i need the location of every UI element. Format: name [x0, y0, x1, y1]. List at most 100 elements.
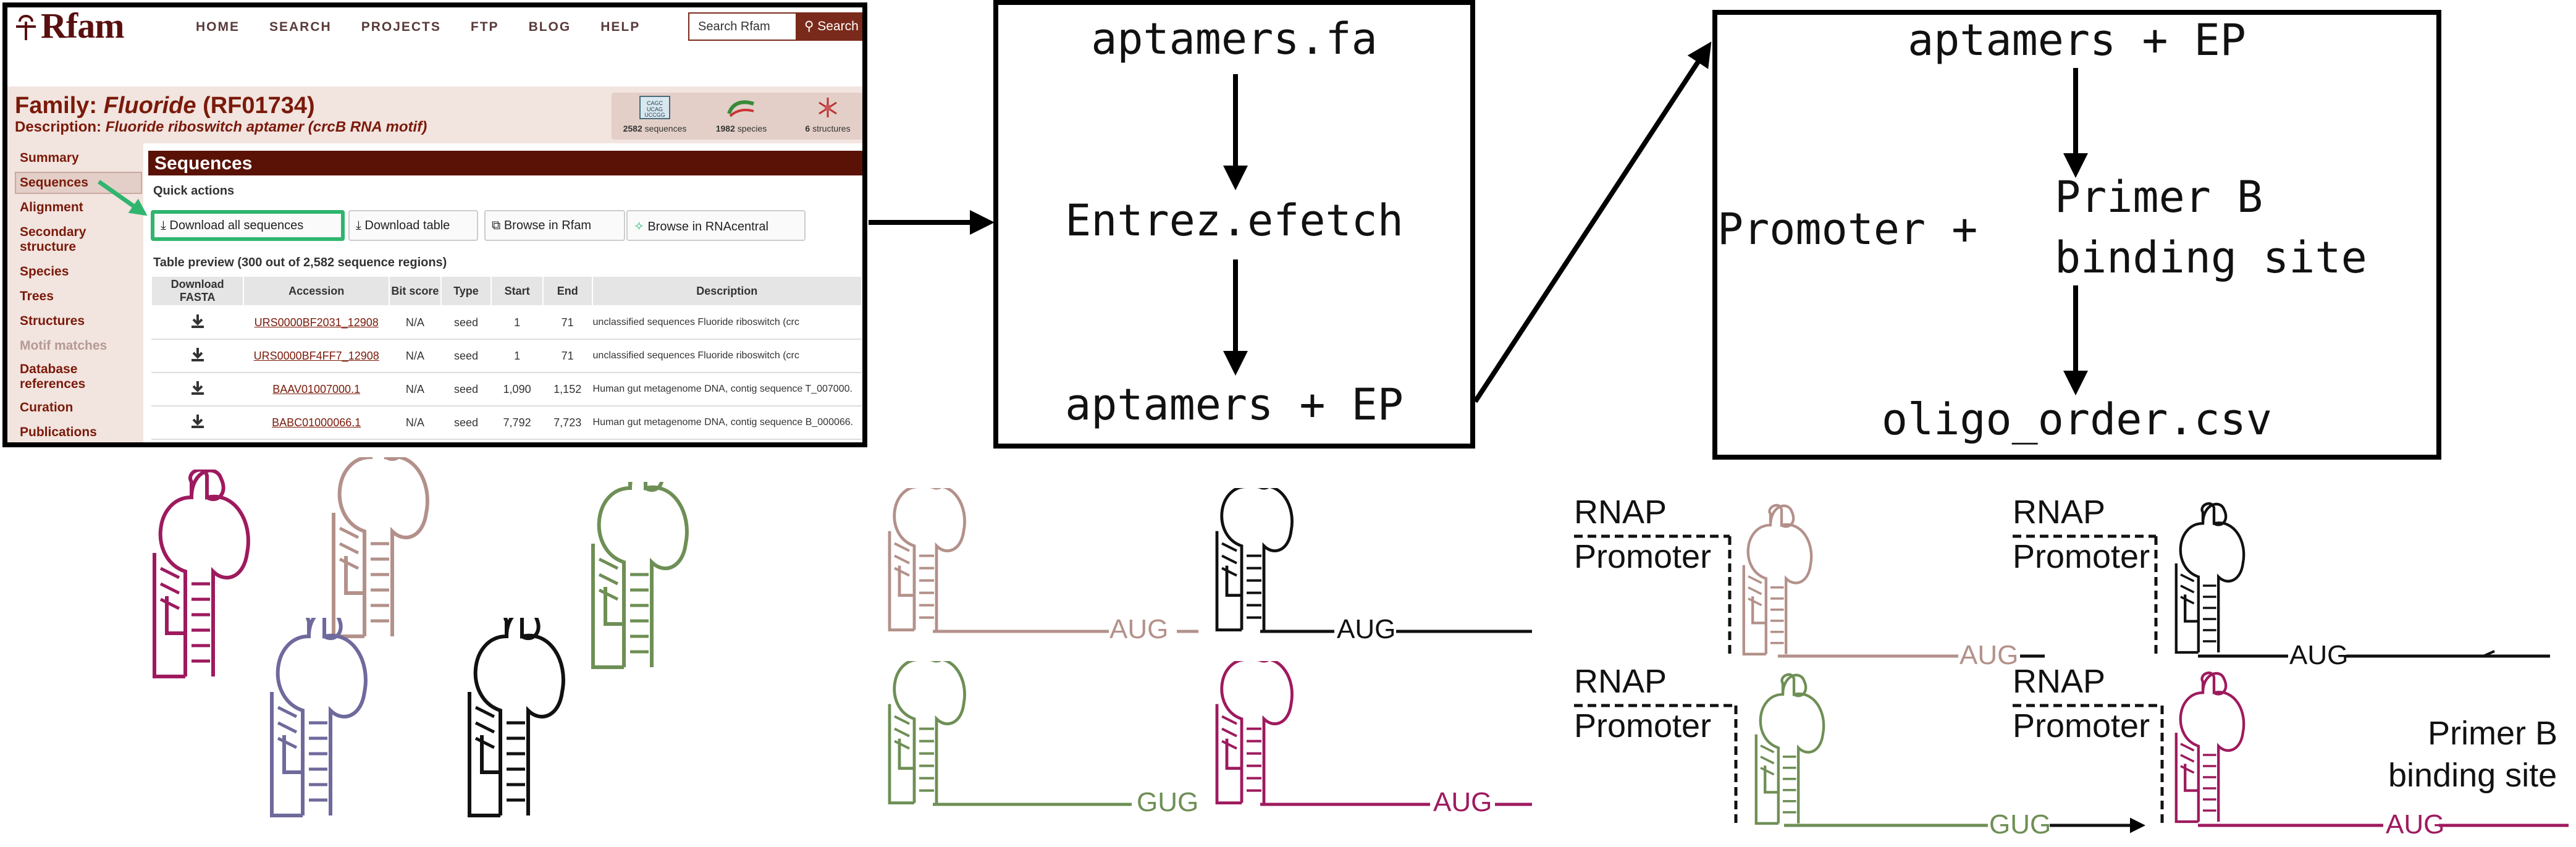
type-cell: seed [440, 305, 492, 339]
browse-in-rfam-label: Browse in Rfam [503, 219, 591, 232]
accession-cell[interactable]: BABE01006493.1 [243, 439, 390, 442]
stat-structures-label: structures [812, 124, 851, 133]
rnacentral-icon: ✧ [634, 220, 648, 234]
construct-codon-mauve: AUG [1959, 640, 2019, 670]
rfam-navbar: Rfam HOME SEARCH PROJECTS FTP BLOG HELP … [7, 6, 862, 52]
search-button[interactable]: ⚲ Search [797, 12, 862, 41]
accession-cell[interactable]: BABC01000066.1 [243, 405, 390, 439]
sidebar-item-publications[interactable]: Publications [20, 425, 97, 439]
accession-cell[interactable]: URS0000BF4FF7_12908 [243, 339, 390, 373]
rfam-logo[interactable]: Rfam [14, 6, 125, 46]
search-input[interactable]: Search Rfam [688, 12, 797, 41]
primer-b-label-line2: binding site [2388, 757, 2557, 794]
download-all-sequences-button[interactable]: ⤓ Download all sequences [151, 210, 345, 241]
description-cell: Human gut metagenome DNA, contig sequenc… [592, 439, 862, 442]
promoter-label-2: Promoter [2013, 538, 2150, 575]
nav-home[interactable]: HOME [196, 20, 240, 34]
family-id: (RF01734) [203, 93, 315, 119]
col-start[interactable]: Start [490, 276, 544, 306]
sidebar-item-database-references[interactable]: Database references [20, 362, 86, 391]
flow2-arrow-2 [2063, 285, 2088, 395]
table-header-row: Download FASTA Accession Bit score Type … [150, 276, 862, 306]
end-cell: 71 [542, 339, 592, 373]
promoter-label-1: Promoter [1574, 538, 1712, 575]
download-fasta-cell[interactable] [151, 339, 244, 373]
rnap-label-3: RNAP [1574, 663, 1667, 700]
flow1-output: aptamers + EP [1065, 379, 1404, 430]
sidebar-item-sequences[interactable]: Sequences [15, 172, 142, 194]
nav-search[interactable]: SEARCH [269, 20, 332, 34]
description-text: Fluoride riboswitch aptamer (crcB RNA mo… [105, 119, 427, 135]
type-cell: seed [440, 405, 492, 439]
bit-score-cell: N/A [389, 439, 441, 442]
start-cell: 7,792 [491, 405, 543, 439]
bit-score-cell: N/A [389, 339, 441, 373]
col-bit-score[interactable]: Bit score [389, 276, 442, 306]
sidebar-item-structures[interactable]: Structures [20, 314, 85, 328]
bit-score-cell: N/A [389, 305, 441, 339]
download-fasta-cell[interactable] [151, 405, 244, 439]
stat-species-value: 1982 [715, 124, 735, 133]
description-cell: unclassified sequences Fluoride riboswit… [592, 339, 862, 373]
col-description[interactable]: Description [591, 276, 862, 306]
browse-in-rnacentral-button[interactable]: ✧ Browse in RNAcentral [626, 210, 806, 241]
download-table-button[interactable]: ⤓ Download table [348, 210, 478, 241]
download-icon: ⤓ [161, 219, 170, 232]
sidebar-item-trees[interactable]: Trees [20, 289, 54, 303]
nav-help[interactable]: HELP [600, 20, 641, 34]
stat-species-label: species [737, 124, 767, 133]
accession-cell[interactable]: BAAV01007000.1 [243, 372, 390, 406]
sidebar-item-species[interactable]: Species [20, 264, 69, 279]
stat-structures[interactable]: 6 structures [785, 95, 862, 133]
stat-species[interactable]: 1982 species [698, 95, 785, 133]
sidebar-item-secondary-structure[interactable]: Secondary structure [20, 225, 86, 254]
start-cell: 1,090 [491, 372, 543, 406]
codon-green: GUG [1137, 787, 1199, 817]
start-cell: 1 [491, 305, 543, 339]
aptamer-black [420, 618, 599, 828]
nav-ftp[interactable]: FTP [470, 20, 499, 34]
promoter-label-4: Promoter [2013, 707, 2150, 744]
nav-projects[interactable]: PROJECTS [361, 20, 441, 34]
table-row: BABE01006493.1N/Aseed378447Human gut met… [151, 439, 862, 448]
rnap-label-4: RNAP [2013, 663, 2106, 700]
col-download-fasta[interactable]: Download FASTA [150, 276, 245, 306]
nav-blog[interactable]: BLOG [528, 20, 571, 34]
bit-score-cell: N/A [389, 405, 441, 439]
download-icon [191, 314, 204, 328]
rfam-logo-text: Rfam [41, 6, 125, 46]
flow2-output: oligo_order.csv [1881, 394, 2273, 445]
svg-text:UCAG: UCAG [647, 106, 663, 112]
quick-actions-label: Quick actions [153, 184, 235, 198]
family-label: Family: [15, 93, 98, 119]
download-fasta-cell[interactable] [151, 305, 244, 339]
download-fasta-cell[interactable] [151, 439, 244, 448]
accession-cell[interactable]: URS0000BF2031_12908 [243, 305, 390, 339]
col-accession[interactable]: Accession [243, 276, 390, 306]
promoter-label-3: Promoter [1574, 707, 1712, 744]
col-end[interactable]: End [542, 276, 593, 306]
flow2-input: aptamers + EP [1908, 15, 2246, 65]
start-cell: 1 [491, 339, 543, 373]
flow1-input-file: aptamers.fa [1091, 14, 1378, 64]
download-icon [190, 447, 206, 448]
primer-b-label-line1: Primer B [2428, 715, 2558, 752]
browse-in-rfam-button[interactable]: ⧉ Browse in Rfam [484, 210, 625, 241]
callout-arrow [97, 180, 148, 216]
sidebar-item-summary[interactable]: Summary [20, 151, 79, 165]
flow2-primer-line2: binding site [2055, 232, 2367, 283]
sidebar-item-alignment[interactable]: Alignment [20, 200, 83, 214]
sidebar-item-curation[interactable]: Curation [20, 400, 74, 415]
sidebar-item-motif-matches[interactable]: Motif matches [20, 339, 107, 353]
col-type[interactable]: Type [440, 276, 492, 306]
construct-green [1574, 657, 2145, 833]
construct-codon-black: AUG [2289, 640, 2349, 670]
download-fasta-cell[interactable] [151, 372, 244, 406]
rnap-label-1: RNAP [1574, 494, 1667, 531]
structures-icon [819, 98, 837, 117]
rnap-label-2: RNAP [2013, 494, 2106, 531]
